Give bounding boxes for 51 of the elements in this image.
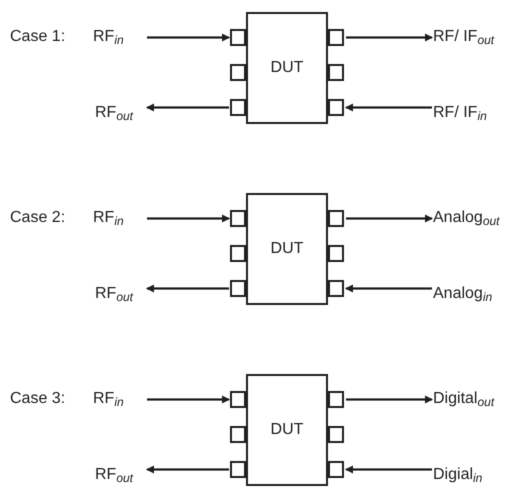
arrow xyxy=(345,104,432,112)
chip-label: DUT xyxy=(270,60,304,78)
case-label: Case 3: xyxy=(10,389,66,409)
pin-box xyxy=(230,391,246,408)
arrow xyxy=(146,284,229,292)
arrow xyxy=(345,466,432,474)
pin-box xyxy=(230,245,246,262)
pin-box xyxy=(328,426,344,443)
arrow xyxy=(345,284,432,292)
signal-label: RF/ IF$_{out}$ xyxy=(433,29,494,45)
pin-box xyxy=(328,280,344,297)
case-label: Case 1: xyxy=(10,27,66,47)
arrow xyxy=(146,104,229,112)
chip-body xyxy=(246,374,328,486)
arrow xyxy=(146,466,229,474)
signal-label: RF$_{in}$ xyxy=(93,391,124,407)
pin-box xyxy=(230,461,246,478)
pin-box xyxy=(328,29,344,46)
chip-body xyxy=(246,12,328,124)
chip-body xyxy=(246,193,328,305)
signal-label: Digial$_{in}$ xyxy=(433,467,482,483)
arrow xyxy=(147,396,230,404)
signal-label: Analog$_{in}$ xyxy=(433,286,492,302)
signal-label: Digital$_{out}$ xyxy=(433,391,494,407)
pin-box xyxy=(230,99,246,116)
signal-label: Analog$_{out}$ xyxy=(433,210,500,226)
case-label: Case 2: xyxy=(10,208,66,228)
pin-box xyxy=(328,210,344,227)
pin-box xyxy=(230,426,246,443)
arrow xyxy=(147,34,230,42)
pin-box xyxy=(328,461,344,478)
chip-label: DUT xyxy=(270,422,304,440)
pin-box xyxy=(230,280,246,297)
arrow xyxy=(346,214,433,222)
signal-label: RF$_{out}$ xyxy=(95,467,134,483)
pin-box xyxy=(328,64,344,81)
pin-box xyxy=(328,245,344,262)
chip-label: DUT xyxy=(270,241,304,259)
pin-box xyxy=(230,64,246,81)
arrow xyxy=(147,214,230,222)
arrow xyxy=(346,396,433,404)
pin-box xyxy=(328,99,344,116)
signal-label: RF$_{out}$ xyxy=(95,105,134,121)
pin-box xyxy=(230,29,246,46)
signal-label: RF$_{in}$ xyxy=(93,210,124,226)
signal-label: RF/ IF$_{in}$ xyxy=(433,105,487,121)
pin-box xyxy=(328,391,344,408)
pin-box xyxy=(230,210,246,227)
arrow xyxy=(346,34,433,42)
signal-label: RF$_{in}$ xyxy=(93,29,124,45)
signal-label: RF$_{out}$ xyxy=(95,286,134,302)
